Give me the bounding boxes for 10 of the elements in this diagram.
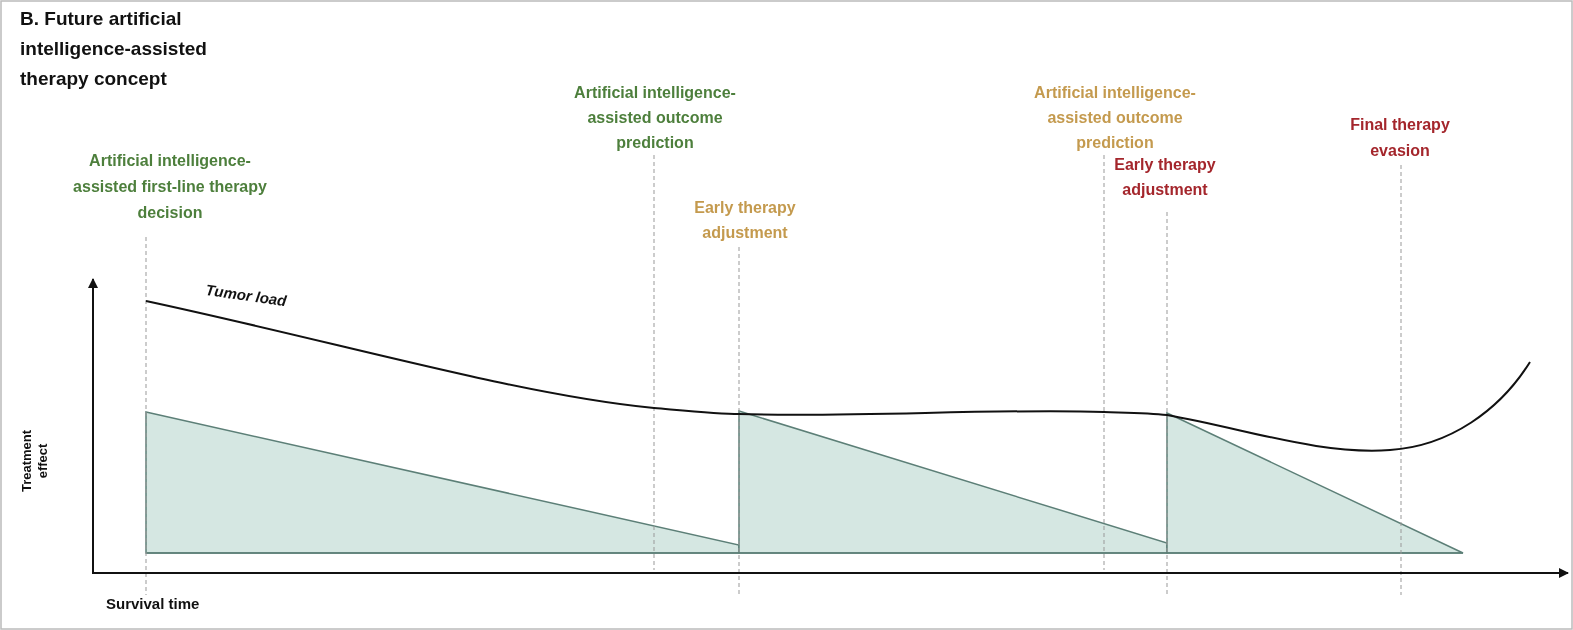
- annotation-label: Artificial intelligence-assisted outcome prediction: [1033, 83, 1197, 153]
- annotation-label: Early therapy adjustment: [1113, 155, 1217, 200]
- axis-label: Treatment effect: [19, 428, 51, 495]
- annotation-label: Artificial intelligence-assisted first-line therapy decision: [72, 151, 268, 223]
- annotation-label: Early therapy adjustment: [693, 198, 797, 243]
- annotation-label: Final therapy evasion: [1349, 115, 1451, 161]
- curve-label: Tumor load: [204, 281, 288, 311]
- figure-title: B. Future artificial intelligence-assisted therapy concept: [20, 7, 208, 91]
- axis-label: Survival time: [106, 595, 200, 613]
- annotation-label: Artificial intelligence-assisted outcome prediction: [573, 83, 737, 153]
